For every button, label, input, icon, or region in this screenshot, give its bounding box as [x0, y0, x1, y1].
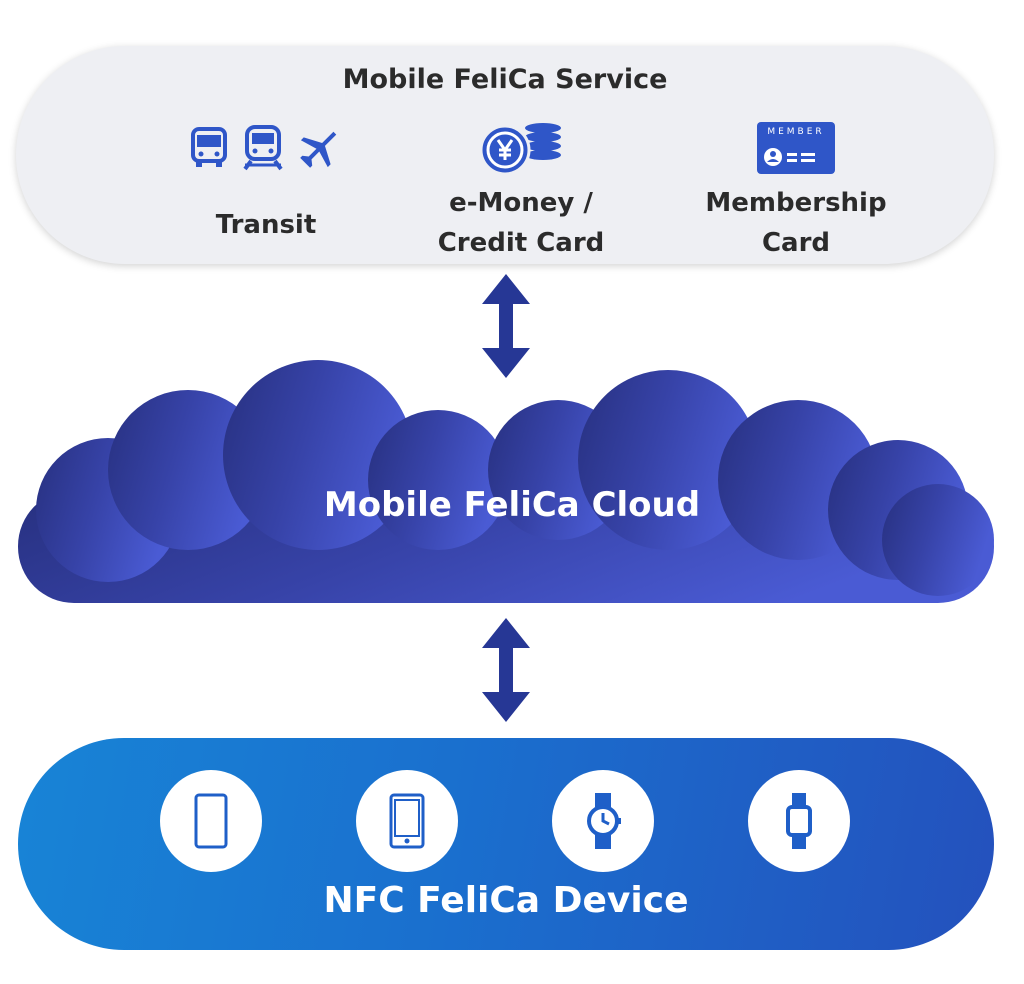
smartwatch-icon — [587, 793, 621, 849]
bidirectional-arrow-icon — [482, 618, 530, 722]
membership-label-line1: Membership — [705, 188, 887, 218]
bus-icon — [191, 127, 227, 167]
train-icon — [243, 125, 283, 171]
membership-card-icon: MEMBER — [757, 122, 835, 174]
device-title: NFC FeliCa Device — [323, 880, 689, 921]
device-fitness-band — [748, 770, 850, 872]
device-tablet — [356, 770, 458, 872]
cloud-shape — [18, 360, 994, 603]
service-item-membership: MEMBER Membership Card — [676, 116, 916, 260]
emoney-label-line1: e-Money / — [449, 188, 593, 218]
service-title: Mobile FeliCa Service — [342, 64, 668, 95]
device-smartphone — [160, 770, 262, 872]
bidirectional-arrow-icon — [482, 274, 530, 378]
service-item-transit: Transit — [156, 116, 376, 242]
smartphone-icon — [194, 793, 228, 849]
fitness-band-icon — [786, 793, 812, 849]
emoney-label-line2: Credit Card — [437, 228, 605, 258]
membership-label-line2: Card — [761, 228, 831, 258]
airplane-icon — [300, 131, 337, 168]
member-card-text: MEMBER — [767, 127, 824, 137]
device-layer: NFC FeliCa Device — [18, 738, 994, 950]
cloud-title: Mobile FeliCa Cloud — [323, 485, 701, 525]
service-item-emoney: e-Money / Credit Card — [406, 116, 636, 260]
tablet-icon — [389, 793, 425, 849]
device-smartwatch — [552, 770, 654, 872]
service-layer: Mobile FeliCa Service — [16, 46, 994, 264]
yen-coin-stack-icon — [479, 123, 561, 176]
transit-label: Transit — [215, 210, 317, 240]
